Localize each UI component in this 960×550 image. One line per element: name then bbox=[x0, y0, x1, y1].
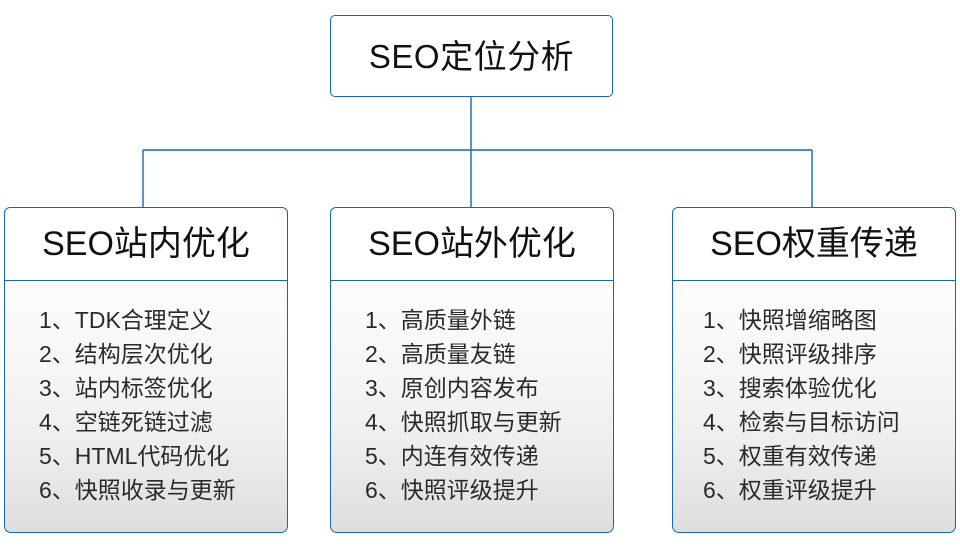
list-item: 6、快照评级提升 bbox=[365, 477, 539, 503]
branch-node-3[interactable]: SEO权重传递 1、快照增缩略图 2、快照评级排序 3、搜索体验优化 4、检索与… bbox=[672, 207, 956, 533]
list-item: 4、快照抓取与更新 bbox=[365, 409, 562, 435]
branch-1-title: SEO站内优化 bbox=[42, 225, 250, 263]
branch-1-list: 1、TDK合理定义 2、结构层次优化 3、站内标签优化 4、空链死链过滤 5、H… bbox=[4, 280, 288, 533]
list-item: 6、快照收录与更新 bbox=[39, 477, 236, 503]
list-item: 5、内连有效传递 bbox=[365, 443, 539, 469]
list-item: 6、权重评级提升 bbox=[703, 477, 877, 503]
list-item: 5、HTML代码优化 bbox=[39, 443, 230, 469]
list-item: 5、权重有效传递 bbox=[703, 443, 877, 469]
root-node-label: SEO定位分析 bbox=[368, 37, 575, 75]
list-item: 1、TDK合理定义 bbox=[39, 307, 213, 333]
list-item: 1、高质量外链 bbox=[365, 307, 516, 333]
list-item: 3、站内标签优化 bbox=[39, 375, 213, 401]
list-item: 2、高质量友链 bbox=[365, 341, 516, 367]
root-node[interactable]: SEO定位分析 bbox=[330, 15, 613, 97]
branch-1-header[interactable]: SEO站内优化 bbox=[4, 207, 288, 281]
branch-2-header[interactable]: SEO站外优化 bbox=[330, 207, 614, 281]
list-item: 3、原创内容发布 bbox=[365, 375, 539, 401]
branch-node-2[interactable]: SEO站外优化 1、高质量外链 2、高质量友链 3、原创内容发布 4、快照抓取与… bbox=[330, 207, 614, 533]
branch-3-list: 1、快照增缩略图 2、快照评级排序 3、搜索体验优化 4、检索与目标访问 5、权… bbox=[672, 280, 956, 533]
list-item: 1、快照增缩略图 bbox=[703, 307, 877, 333]
list-item: 2、快照评级排序 bbox=[703, 341, 877, 367]
branch-3-title: SEO权重传递 bbox=[710, 225, 918, 263]
branch-3-header[interactable]: SEO权重传递 bbox=[672, 207, 956, 281]
branch-2-title: SEO站外优化 bbox=[368, 225, 576, 263]
list-item: 4、空链死链过滤 bbox=[39, 409, 213, 435]
list-item: 4、检索与目标访问 bbox=[703, 409, 900, 435]
branch-2-list: 1、高质量外链 2、高质量友链 3、原创内容发布 4、快照抓取与更新 5、内连有… bbox=[330, 280, 614, 533]
list-item: 3、搜索体验优化 bbox=[703, 375, 877, 401]
list-item: 2、结构层次优化 bbox=[39, 341, 213, 367]
branch-node-1[interactable]: SEO站内优化 1、TDK合理定义 2、结构层次优化 3、站内标签优化 4、空链… bbox=[4, 207, 288, 533]
